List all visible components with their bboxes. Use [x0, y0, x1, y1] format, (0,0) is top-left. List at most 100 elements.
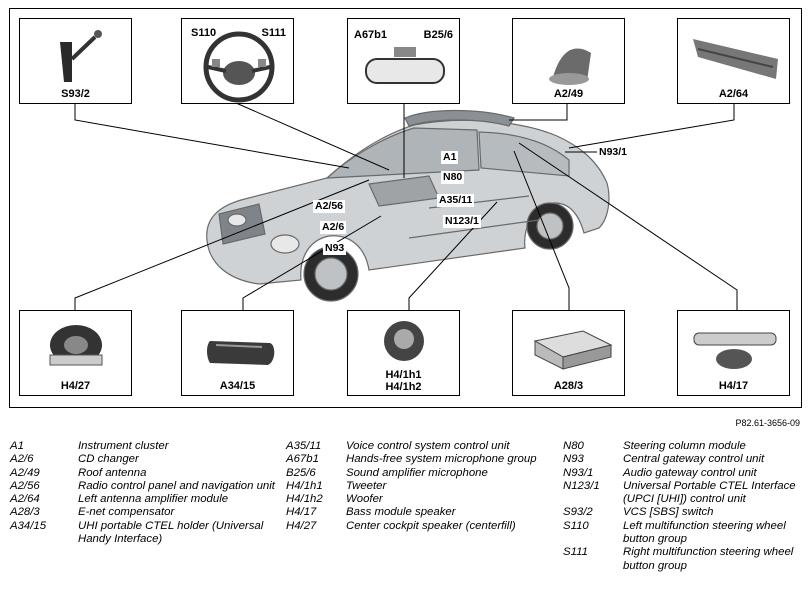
compensator-module-icon — [533, 330, 613, 370]
legend-code: H4/1h1 — [286, 479, 323, 492]
box-label: H4/17 — [718, 380, 749, 392]
legend-description: Left antenna amplifier module — [78, 493, 229, 506]
legend-row: A35/11 Voice control system control unit — [286, 440, 554, 453]
legend-description: Central gateway control unit — [623, 453, 765, 466]
legend-description: E-net compensator — [78, 506, 175, 519]
legend-code: S111 — [563, 546, 588, 559]
tweeter-icon — [384, 321, 424, 361]
legend-description: Left multifunction steering wheel button… — [623, 519, 786, 546]
legend-description: Universal Portable CTEL Interface (UPCI … — [623, 479, 796, 506]
legend-row: S93/2 VCS [SBS] switch — [563, 506, 803, 519]
box-label: H4/1h1 H4/1h2 — [385, 369, 422, 393]
component-box-h4-1h1-h4-1h2: H4/1h1 H4/1h2 — [347, 310, 460, 396]
legend-description: Roof antenna — [78, 466, 147, 479]
callout-a35-11: A35/11 — [437, 194, 475, 207]
legend-description: Bass module speaker — [346, 506, 456, 519]
component-box-s93-2: S93/2 — [19, 18, 132, 104]
legend-code: N93/1 — [563, 466, 594, 479]
legend-code: A2/6 — [10, 453, 34, 466]
antenna-amplifier-icon — [693, 39, 778, 79]
component-box-s110-s111: S110 S111 — [181, 18, 294, 104]
box-label: S93/2 — [61, 88, 90, 100]
legend-row: N93/1 Audio gateway control unit — [563, 467, 803, 480]
legend-row: S110 Left multifunction steering wheel bu… — [563, 520, 803, 547]
roof-antenna-icon — [549, 48, 591, 85]
legend-description: Steering column module — [623, 440, 746, 452]
component-box-a67b1-b25-6: A67b1 B25/6 — [347, 18, 460, 104]
legend-row: S111 Right multifunction steering wheel b… — [563, 546, 803, 573]
vcs-switch-stalk-icon — [60, 30, 102, 82]
legend-code: H4/1h2 — [286, 493, 323, 506]
box-sublabel-a67b1: A67b1 — [354, 29, 388, 41]
legend-row: H4/17 Bass module speaker — [286, 506, 554, 519]
callout-n93-1: N93/1 — [597, 146, 630, 159]
box-sublabel-b25-6: B25/6 — [423, 29, 453, 41]
legend-row: A2/64 Left antenna amplifier module — [10, 493, 278, 506]
legend-code: B25/6 — [286, 466, 316, 479]
phone-holder-icon — [207, 341, 275, 365]
legend-row: A28/3 E-net compensator — [10, 506, 278, 519]
legend-description: UHI portable CTEL holder (Universal Hand… — [78, 519, 264, 546]
legend-description: CD changer — [78, 453, 139, 466]
car-illustration — [206, 109, 610, 302]
connector-lines — [74, 102, 738, 310]
legend-code: N93 — [563, 453, 584, 466]
legend-row: H4/27 Center cockpit speaker (centerfill) — [286, 520, 554, 533]
legend-code: S93/2 — [563, 506, 593, 519]
legend-code: A2/64 — [10, 493, 40, 506]
figure-id: P82.61-3656-09 — [735, 418, 800, 428]
component-box-h4-17: H4/17 — [677, 310, 790, 396]
box-label: A2/64 — [718, 88, 749, 100]
leader-lines — [74, 102, 738, 310]
center-speaker-icon — [49, 325, 103, 366]
callout-a2-56: A2/56 — [313, 200, 346, 213]
legend-description: Audio gateway control unit — [623, 466, 757, 479]
component-box-a2-49: A2/49 — [512, 18, 625, 104]
legend-code: A67b1 — [286, 453, 319, 466]
callout-a1: A1 — [441, 151, 459, 164]
legend-row: H4/1h2 Woofer — [286, 493, 554, 506]
legend-code: A1 — [10, 440, 24, 452]
legend-code: A2/49 — [10, 466, 40, 479]
legend-row: A2/56 Radio control panel and navigation … — [10, 480, 278, 493]
box-sublabel-s111: S111 — [261, 27, 286, 39]
legend-description: Voice control system control unit — [346, 440, 510, 452]
legend-row: A1 Instrument cluster — [10, 440, 278, 453]
legend-code: A28/3 — [10, 506, 40, 519]
legend-description: Instrument cluster — [78, 440, 169, 452]
box-label: H4/27 — [60, 380, 91, 392]
legend-code: H4/27 — [286, 519, 317, 532]
rearview-mirror-icon — [365, 47, 445, 84]
legend-row: A67b1 Hands-free system microphone group — [286, 453, 554, 466]
legend-code: A2/56 — [10, 479, 40, 492]
box-label: A2/49 — [553, 88, 584, 100]
legend-code: H4/17 — [286, 506, 317, 519]
legend-description: Hands-free system microphone group — [346, 453, 537, 466]
legend-row: A2/6 CD changer — [10, 453, 278, 466]
component-box-h4-27: H4/27 — [19, 310, 132, 396]
component-box-a28-3: A28/3 — [512, 310, 625, 396]
legend-code: A34/15 — [10, 519, 47, 532]
steering-wheel-icon — [203, 31, 275, 103]
diagram-frame — [9, 8, 802, 408]
legend-description: Radio control panel and navigation unit — [78, 479, 275, 492]
callout-n93: N93 — [323, 242, 347, 255]
legend-description: Right multifunction steering wheel butto… — [623, 546, 794, 572]
legend-description: VCS [SBS] switch — [623, 506, 714, 519]
legend-description: Tweeter — [346, 479, 387, 492]
legend-description: Sound amplifier microphone — [346, 466, 488, 479]
legend-description: Woofer — [346, 493, 383, 506]
legend-code: N123/1 — [563, 479, 600, 492]
legend-row: A34/15 UHI portable CTEL holder (Universa… — [10, 520, 278, 547]
box-label: A34/15 — [219, 380, 256, 392]
legend-description: Center cockpit speaker (centerfill) — [346, 519, 516, 532]
legend-code: S110 — [563, 519, 589, 532]
box-sublabel-s110: S110 — [191, 27, 217, 39]
component-diagram: S93/2 S110 S111 A67b1 B25/6 A2/49 — [9, 8, 802, 408]
legend-code: A35/11 — [286, 440, 322, 452]
bass-speaker-icon — [693, 332, 777, 369]
